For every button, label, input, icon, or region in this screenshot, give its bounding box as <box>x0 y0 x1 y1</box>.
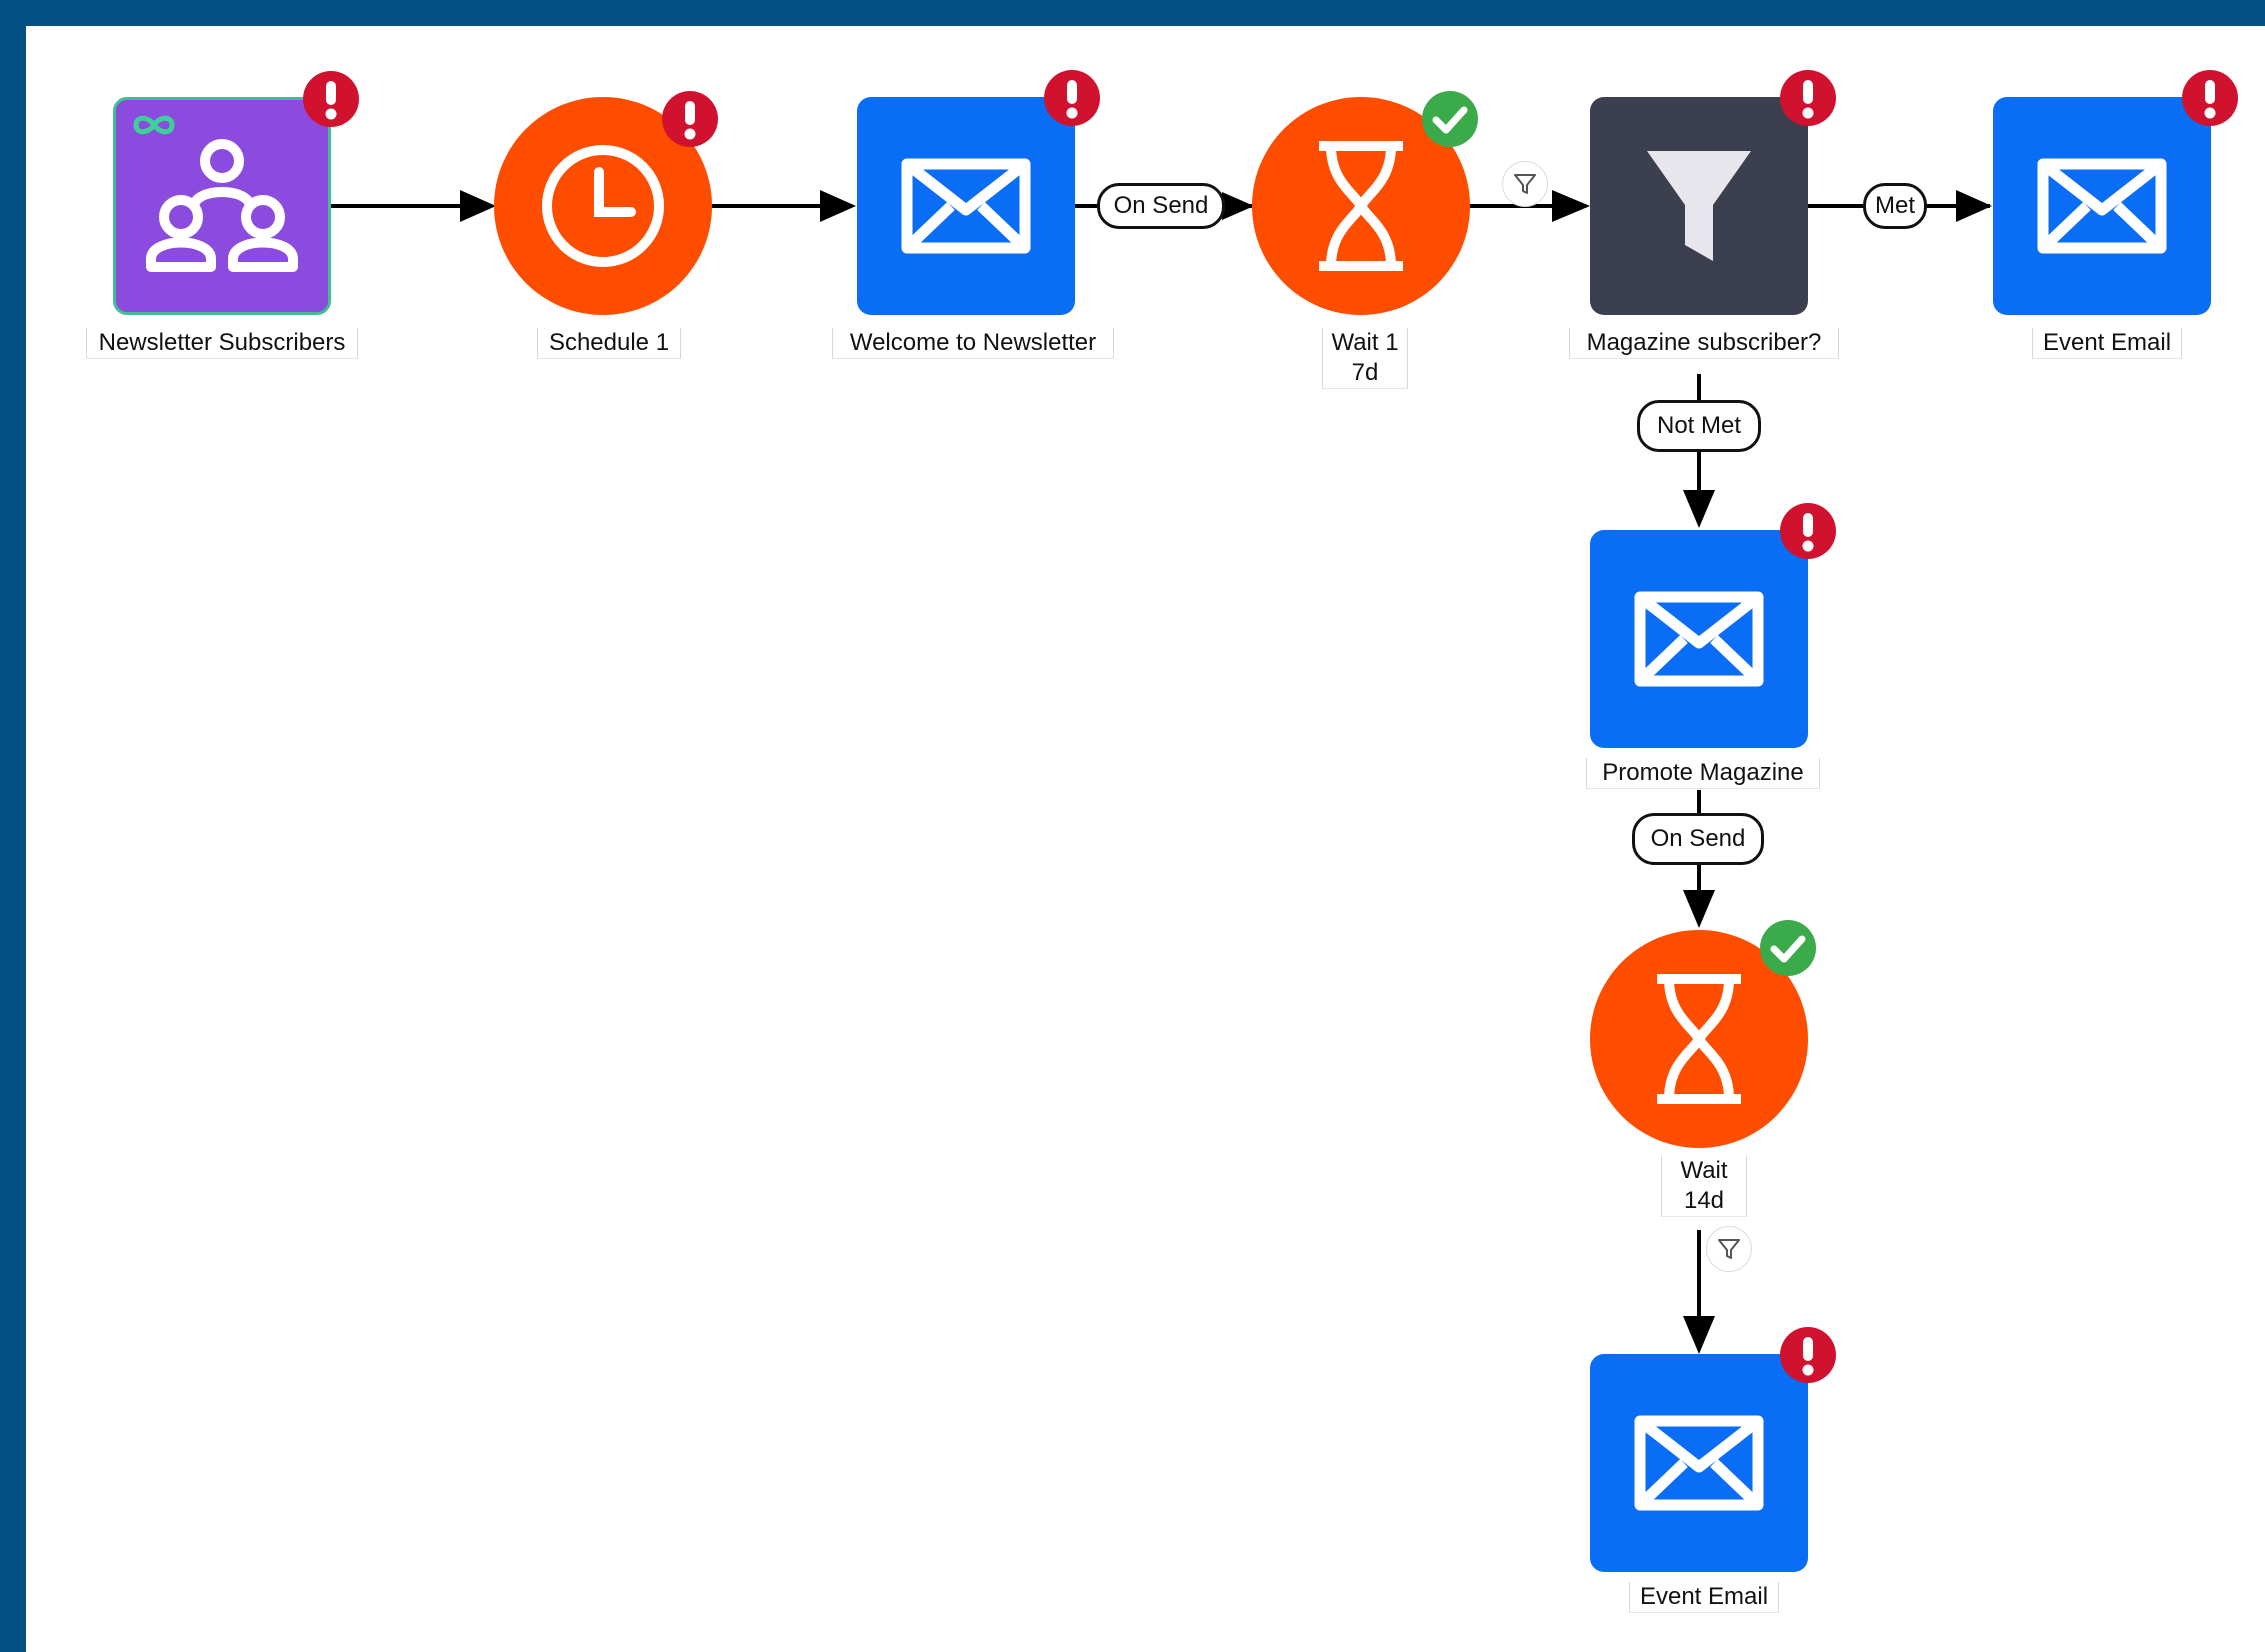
envelope-icon <box>1634 1415 1764 1511</box>
node-event-email-top[interactable] <box>1993 97 2211 315</box>
node-label: Promote Magazine <box>1586 758 1820 789</box>
error-badge-icon <box>1780 503 1836 559</box>
error-badge-icon <box>1780 70 1836 126</box>
node-promote-magazine[interactable] <box>1590 530 1808 748</box>
node-label: Welcome to Newsletter <box>832 328 1114 359</box>
connector-on-send[interactable]: On Send <box>1632 813 1764 865</box>
node-schedule-1[interactable] <box>494 97 712 315</box>
people-group-icon <box>146 139 298 272</box>
node-label: Event Email <box>2032 328 2182 359</box>
funnel-icon <box>1514 174 1536 194</box>
error-badge-icon <box>2182 70 2238 126</box>
node-newsletter-subscribers[interactable] <box>113 97 331 315</box>
ok-badge-icon <box>1422 91 1478 147</box>
clock-icon <box>542 145 664 267</box>
journey-canvas[interactable] <box>26 26 2265 1652</box>
node-magazine-subscriber[interactable] <box>1590 97 1808 315</box>
node-label: Schedule 1 <box>537 328 681 359</box>
infinity-icon <box>133 115 175 135</box>
node-label: Event Email <box>1629 1582 1779 1613</box>
funnel-icon <box>1718 1239 1740 1259</box>
node-label: Magazine subscriber? <box>1569 328 1839 359</box>
node-duration: 14d <box>1683 1187 1725 1214</box>
node-label: Newsletter Subscribers <box>86 328 358 359</box>
node-label: Wait 14d <box>1661 1156 1747 1217</box>
node-title: Wait 1 <box>1331 329 1399 356</box>
hourglass-icon <box>1657 974 1741 1104</box>
envelope-icon <box>901 158 1031 254</box>
envelope-icon <box>2037 158 2167 254</box>
connector-on-send[interactable]: On Send <box>1097 183 1225 229</box>
node-label: Wait 1 7d <box>1322 328 1408 389</box>
connector-not-met[interactable]: Not Met <box>1637 400 1761 452</box>
error-badge-icon <box>1780 1327 1836 1383</box>
connector-filter-button[interactable] <box>1706 1226 1752 1272</box>
node-welcome-to-newsletter[interactable] <box>857 97 1075 315</box>
connector-met[interactable]: Met <box>1863 183 1927 229</box>
node-duration: 7d <box>1351 359 1379 386</box>
connector-filter-button[interactable] <box>1502 161 1548 207</box>
error-badge-icon <box>303 71 359 127</box>
ok-badge-icon <box>1760 920 1816 976</box>
error-badge-icon <box>662 91 718 147</box>
node-title: Wait <box>1680 1157 1728 1184</box>
hourglass-icon <box>1319 141 1403 271</box>
envelope-icon <box>1634 591 1764 687</box>
error-badge-icon <box>1044 70 1100 126</box>
node-event-email-bottom[interactable] <box>1590 1354 1808 1572</box>
funnel-icon <box>1647 151 1751 261</box>
